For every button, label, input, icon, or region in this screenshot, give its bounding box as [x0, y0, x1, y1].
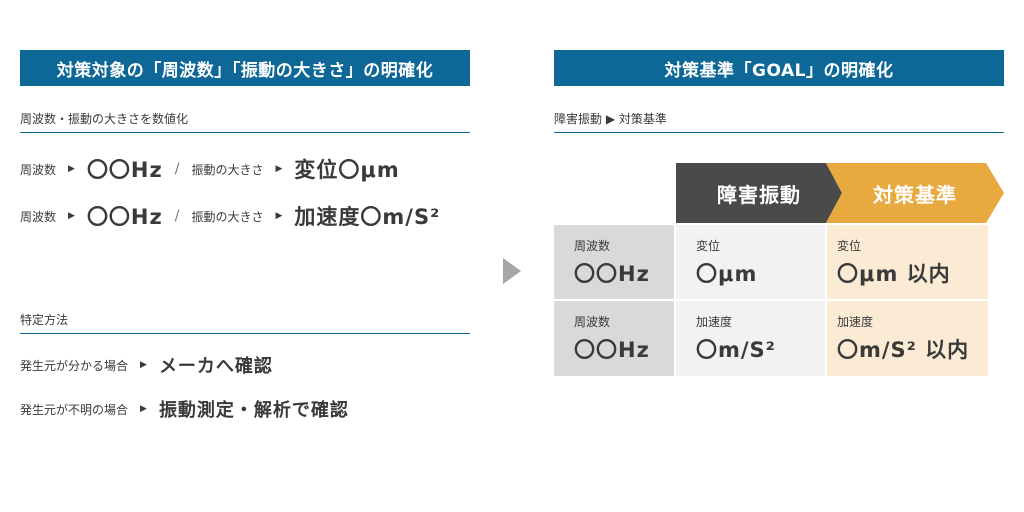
triangle-right-icon: ▶ — [275, 211, 283, 221]
amp-value: 加速度〇m/S² — [294, 205, 441, 229]
table-cell-frequency: 周波数 〇〇Hz — [554, 225, 674, 299]
cell-value: 〇m/S² — [696, 338, 776, 362]
freq-value: 〇〇Hz — [86, 158, 163, 182]
amp-value: 変位〇μm — [294, 158, 400, 182]
triangle-right-icon: ▶ — [140, 404, 147, 414]
method-case: 発生元が分かる場合 — [20, 358, 129, 373]
method-row: 発生元が不明の場合 ▶ 振動測定・解析で確認 — [20, 396, 349, 422]
table-cell-obstacle: 変位 〇μm — [676, 225, 825, 299]
right-banner: 対策基準「GOAL」の明確化 — [554, 50, 1004, 86]
triangle-right-icon: ▶ — [68, 211, 75, 221]
separator-slash: / — [174, 208, 180, 224]
method-row: 発生元が分かる場合 ▶ メーカへ確認 — [20, 352, 273, 378]
amp-label: 振動の大きさ — [191, 162, 264, 177]
header-target-standard: 対策基準 — [826, 163, 1004, 223]
table-cell-target: 変位 〇μm 以内 — [827, 225, 988, 299]
freq-value: 〇〇Hz — [86, 205, 163, 229]
arrow-right-icon — [503, 258, 521, 284]
table-cell-target: 加速度 〇m/S² 以内 — [827, 301, 988, 376]
cell-label: 周波数 — [574, 315, 611, 329]
amp-label: 振動の大きさ — [191, 209, 264, 224]
cell-value: 〇m/S² 以内 — [837, 338, 970, 362]
table-cell-frequency: 周波数 〇〇Hz — [554, 301, 674, 376]
cell-label: 加速度 — [696, 315, 733, 329]
cell-value: 〇μm — [696, 261, 758, 286]
cell-label: 周波数 — [574, 238, 611, 253]
triangle-right-icon: ▶ — [68, 164, 75, 174]
cell-label: 変位 — [696, 238, 721, 253]
cell-value: 〇〇Hz — [574, 261, 650, 286]
separator-slash: / — [174, 161, 180, 177]
quantify-section-label: 周波数・振動の大きさを数値化 — [20, 110, 470, 133]
left-banner: 対策対象の「周波数」「振動の大きさ」の明確化 — [20, 50, 470, 86]
quantify-row: 周波数 ▶ 〇〇Hz / 振動の大きさ ▶ 変位〇μm — [20, 154, 400, 184]
cell-value: 〇〇Hz — [574, 338, 650, 362]
cell-label: 加速度 — [837, 315, 874, 329]
goal-section-label: 障害振動 ▶ 対策基準 — [554, 110, 1004, 133]
method-case: 発生元が不明の場合 — [20, 402, 129, 417]
cell-label: 変位 — [837, 238, 862, 253]
quantify-row: 周波数 ▶ 〇〇Hz / 振動の大きさ ▶ 加速度〇m/S² — [20, 201, 440, 231]
method-action: メーカへ確認 — [158, 356, 273, 377]
table-cell-obstacle: 加速度 〇m/S² — [676, 301, 825, 376]
freq-label: 周波数 — [20, 209, 57, 224]
cell-value: 〇μm 以内 — [837, 261, 951, 286]
method-action: 振動測定・解析で確認 — [158, 400, 349, 421]
freq-label: 周波数 — [20, 162, 57, 177]
method-section-label: 特定方法 — [20, 311, 470, 334]
header-obstacle-vibration: 障害振動 — [676, 163, 842, 223]
triangle-right-icon: ▶ — [140, 360, 147, 370]
triangle-right-icon: ▶ — [275, 164, 283, 174]
